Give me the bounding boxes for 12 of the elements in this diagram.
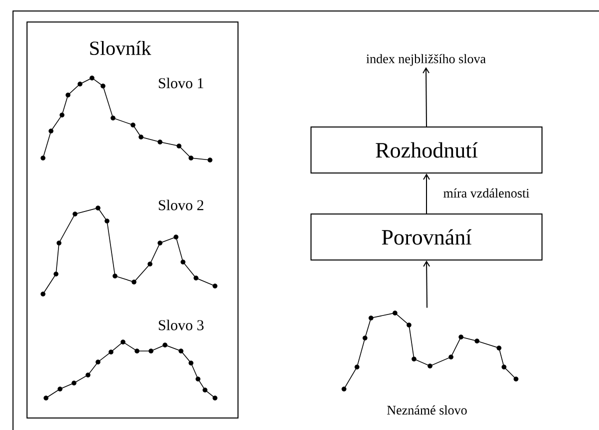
process-box: Rozhodnutí [310, 126, 542, 174]
word-label: Slovo 3 [158, 320, 204, 330]
arrow [423, 260, 430, 308]
edge-label: míra vzdálenosti [443, 188, 530, 198]
arrow [423, 173, 430, 214]
output-label: index nejbližšího slova [366, 54, 486, 66]
word-label: Slovo 2 [158, 200, 204, 210]
word-label: Slovo 1 [158, 78, 204, 88]
curve-drawing [342, 310, 518, 392]
node-label: Neznámé slovo [387, 405, 467, 415]
process-box: Porovnání [310, 214, 542, 260]
arrow [422, 67, 430, 127]
